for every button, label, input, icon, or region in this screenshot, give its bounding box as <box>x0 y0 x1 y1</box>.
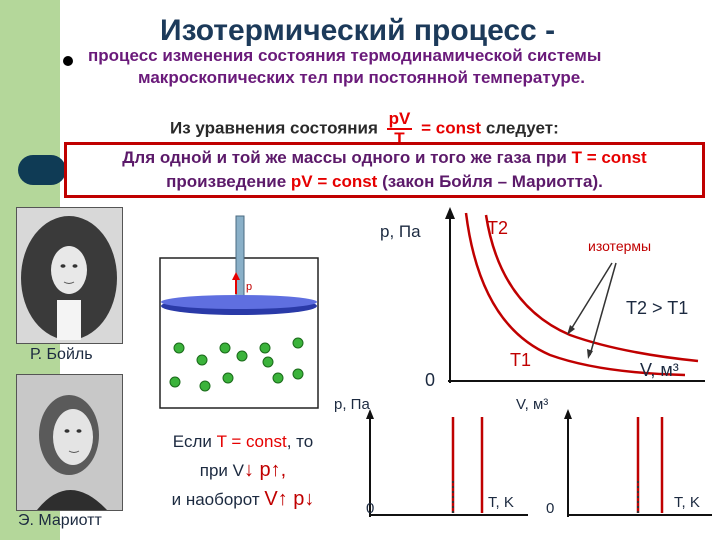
vt-y-arrow <box>564 409 572 419</box>
pv-curve-t2-label: T2 <box>487 218 509 238</box>
law-line-2: произведение pV = const (закон Бойля – М… <box>64 170 705 194</box>
pt-xlabel: T, K <box>488 494 514 511</box>
pv-ylabel: p, Па <box>380 222 421 241</box>
pv-curve-t1-label: T1 <box>510 350 532 370</box>
pv-chart <box>445 207 705 383</box>
law-line1-const: T = const <box>571 148 647 167</box>
slide-title: Изотермический процесс - <box>160 14 556 47</box>
cylinder-illustration <box>159 215 319 409</box>
equation-const: = const <box>421 118 482 138</box>
vt-origin: 0 <box>546 500 555 517</box>
bullet-dot <box>63 56 73 66</box>
law-line-1: Для одной и той же массы одного и того ж… <box>64 146 705 170</box>
mariotte-portrait-image <box>17 375 122 510</box>
equation-tail: следует: <box>485 118 559 138</box>
pv-origin: 0 <box>425 370 436 390</box>
piston-label: p <box>246 281 253 293</box>
definition-text: процесс изменения состояния термодинамич… <box>88 45 708 89</box>
boyle-caption: Р. Бойль <box>30 346 93 363</box>
boyle-portrait <box>16 207 123 344</box>
mariotte-caption: Э. Мариотт <box>18 512 102 529</box>
equation-prefix: Из уравнения состояния <box>170 118 378 138</box>
fraction-denominator: T <box>394 129 405 148</box>
if-word: Если <box>172 432 217 451</box>
explanation-line2-text: при V <box>199 461 244 480</box>
decorative-pill <box>18 155 66 185</box>
vt-chart <box>564 409 712 517</box>
law-line2-const: pV = const <box>290 172 378 191</box>
pv-y-arrow <box>445 207 455 219</box>
piston-rod <box>235 215 245 299</box>
law-line1-text: Для одной и той же массы одного и того ж… <box>122 148 572 167</box>
law-box <box>64 142 705 198</box>
explanation-line3-text: и наоборот <box>171 490 265 509</box>
piston-top <box>161 295 317 309</box>
if-then: , то <box>286 432 314 451</box>
isotherm-t2 <box>484 214 699 363</box>
vt-ylabel: V, м³ <box>516 396 549 413</box>
law-line2-name: (закон Бойля – Мариотта). <box>377 172 603 191</box>
definition-line-1: процесс изменения состояния термодинамич… <box>88 46 602 65</box>
explanation-line2-arrows: ↓ p↑, <box>243 459 287 481</box>
boyle-portrait-image <box>17 208 122 343</box>
pt-chart <box>366 409 528 517</box>
explanation-line-2: при V↓ p↑, <box>148 456 338 485</box>
gas-molecules <box>169 337 304 392</box>
if-const: T = const <box>216 432 287 451</box>
pt-y-arrow <box>366 409 374 419</box>
pv-legend: изотермы <box>588 238 652 254</box>
law-text: Для одной и той же массы одного и того ж… <box>64 146 705 194</box>
pt-ylabel: p, Па <box>334 396 370 413</box>
vt-xlabel: T, K <box>674 494 700 511</box>
explanation-line-3: и наоборот V↑ p↓ <box>148 485 338 514</box>
explanation-line-1: Если T = const, то <box>148 428 338 456</box>
legend-pointer-2 <box>589 262 617 356</box>
law-line2-text: произведение <box>166 172 291 191</box>
pv-relation: T2 > T1 <box>626 298 689 318</box>
fraction-numerator: pV <box>386 109 413 130</box>
pt-origin: 0 <box>366 500 375 517</box>
explanation-text: Если T = const, то при V↓ p↑, и наоборот… <box>148 428 338 514</box>
equation-fraction: pV T <box>386 109 413 148</box>
pressure-arrow-head <box>232 272 240 280</box>
pv-xlabel: V, м³ <box>640 360 679 380</box>
equation-line: Из уравнения состояния pV T = const след… <box>170 110 559 148</box>
isotherm-t1 <box>464 212 686 377</box>
explanation-line3-arrows: V↑ p↓ <box>264 488 315 510</box>
mariotte-portrait <box>16 374 123 511</box>
definition-line-2: макроскопических тел при постоянной темп… <box>138 68 585 87</box>
legend-pointer-1 <box>569 262 613 332</box>
